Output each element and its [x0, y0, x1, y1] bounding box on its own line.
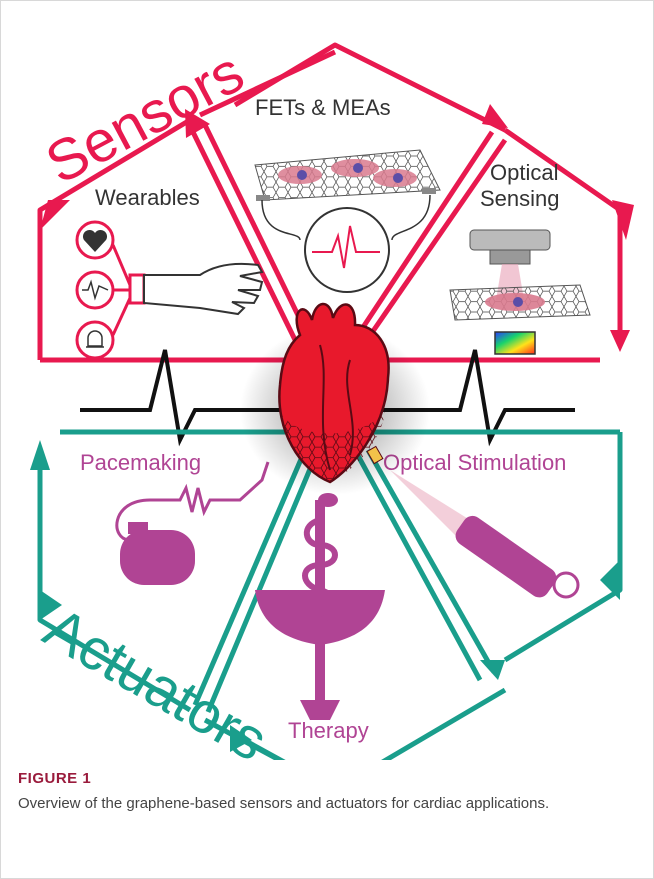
fets-meas-label: FETs & MEAs: [255, 95, 391, 120]
figure-caption-text: Overview of the graphene-based sensors a…: [18, 793, 638, 814]
figure-caption: FIGURE 1 Overview of the graphene-based …: [18, 770, 638, 814]
optical-sensing-label-1: Optical: [490, 160, 558, 185]
pacemaking-label: Pacemaking: [80, 450, 201, 475]
figure-label: FIGURE 1: [18, 770, 638, 787]
optical-sample: [450, 285, 590, 354]
diagram: Sensors FETs & MEAs Optical Sensing Wear…: [0, 0, 654, 760]
hand-outline: [144, 264, 262, 314]
sensors-label: Sensors: [36, 39, 254, 196]
camera-sensor-chip: [495, 332, 535, 354]
graphene-sheet-cells: [255, 150, 440, 201]
wearables-label: Wearables: [95, 185, 200, 210]
optical-sensing-label-2: Sensing: [480, 186, 560, 211]
pacemaker-device: [117, 462, 268, 585]
actuators-label: Actuators: [34, 595, 279, 760]
therapy-label: Therapy: [288, 718, 369, 743]
rod-of-asclepius-icon: [255, 493, 385, 720]
ecg-signal-circle: [262, 195, 430, 292]
